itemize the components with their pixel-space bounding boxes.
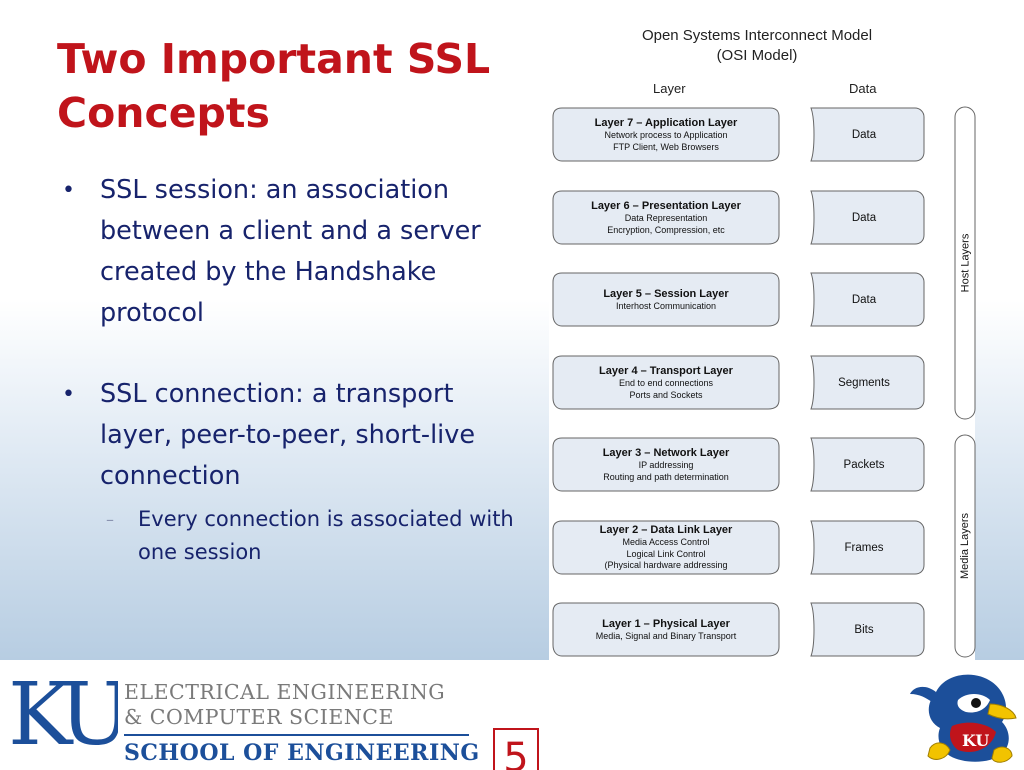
osi-data-unit-box: Frames xyxy=(803,520,925,575)
school-line-eecs-2: & COMPUTER SCIENCE xyxy=(124,705,394,729)
bullet-item-session: • SSL session: an association between a … xyxy=(62,170,532,334)
osi-layer-description: End to end connections xyxy=(618,378,714,388)
bullet-marker: • xyxy=(62,178,75,203)
osi-data-unit-box: Data xyxy=(803,190,925,245)
sub-bullet-item: – Every connection is associated with on… xyxy=(106,503,532,569)
osi-data-unit-box: Data xyxy=(803,107,925,162)
school-wordmark: ELECTRICAL ENGINEERING & COMPUTER SCIENC… xyxy=(124,680,480,766)
osi-layer-description: Encryption, Compression, etc xyxy=(607,224,725,235)
osi-data-unit-label: Bits xyxy=(854,623,874,636)
osi-layer-name: Layer 7 – Application Layer xyxy=(594,117,738,129)
osi-layer-description: Ports and Sockets xyxy=(629,389,703,400)
slide-title: Two Important SSL Concepts xyxy=(57,35,491,137)
osi-data-unit-label: Data xyxy=(851,211,877,224)
jayhawk-mascot-icon: KU xyxy=(910,674,1017,763)
osi-layer-shape xyxy=(552,520,780,575)
osi-data-unit-label: Segments xyxy=(838,376,890,389)
osi-layer-description: (Physical hardware addressing xyxy=(604,560,728,571)
media-layers-label: Media Layers xyxy=(959,512,972,580)
sub-bullet-marker: – xyxy=(106,510,114,529)
osi-diagram-title: Open Systems Interconnect Model (OSI Mod… xyxy=(549,26,965,66)
bullet-text: SSL session: an association between a cl… xyxy=(100,175,481,328)
osi-data-unit-label: Data xyxy=(851,293,877,306)
osi-layer-shape xyxy=(552,355,780,410)
osi-layer-description: Logical Link Control xyxy=(626,548,706,559)
osi-layer-name: Layer 6 – Presentation Layer xyxy=(591,200,741,212)
slide-number: 5 xyxy=(493,728,539,770)
osi-title-line2: (OSI Model) xyxy=(716,47,798,64)
osi-layer-shape xyxy=(552,272,780,327)
osi-data-unit-shape xyxy=(810,355,925,410)
host-layers-label: Host Layers xyxy=(959,233,972,293)
osi-layer-shape xyxy=(552,437,780,492)
bullet-item-connection: • SSL connection: a transport layer, pee… xyxy=(62,374,532,497)
osi-layer-description: IP addressing xyxy=(638,460,694,470)
osi-layer-description: Interhost Communication xyxy=(615,300,717,311)
bullet-list: • SSL session: an association between a … xyxy=(62,170,532,569)
osi-layer-description: Data Representation xyxy=(624,213,708,223)
osi-layer-description: Routing and path determination xyxy=(603,471,729,482)
wordmark-divider xyxy=(124,734,469,736)
osi-layer-shape xyxy=(552,602,780,657)
osi-data-unit-label: Frames xyxy=(844,541,884,554)
osi-data-unit-shape xyxy=(810,602,925,657)
osi-layer-description: Media, Signal and Binary Transport xyxy=(595,630,737,641)
column-header-data: Data xyxy=(849,81,877,96)
osi-data-unit-box: Segments xyxy=(803,355,925,410)
media-layers-pill-shape xyxy=(954,434,976,658)
osi-data-unit-shape xyxy=(810,107,925,162)
host-layers-pill-shape xyxy=(954,106,976,420)
osi-data-unit-box: Data xyxy=(803,272,925,327)
column-header-layer: Layer xyxy=(653,81,686,96)
osi-data-unit-shape xyxy=(810,272,925,327)
osi-title-line1: Open Systems Interconnect Model xyxy=(641,27,873,44)
osi-layer-name: Layer 5 – Session Layer xyxy=(603,287,729,300)
osi-layer-shape xyxy=(552,107,780,162)
sub-bullet-text: Every connection is associated with one … xyxy=(138,507,514,564)
osi-layer-name: Layer 1 – Physical Layer xyxy=(602,617,730,630)
osi-data-unit-shape xyxy=(810,520,925,575)
bullet-text: SSL connection: a transport layer, peer-… xyxy=(100,379,476,491)
osi-data-unit-shape xyxy=(810,190,925,245)
svg-text:KU: KU xyxy=(8,670,118,754)
osi-model-diagram: Open Systems Interconnect Model (OSI Mod… xyxy=(549,22,976,660)
ku-logo-icon: KU xyxy=(8,670,118,754)
osi-layer-shape xyxy=(552,190,780,245)
svg-text:KU: KU xyxy=(962,731,989,750)
osi-data-unit-label: Data xyxy=(851,128,877,141)
osi-layer-name: Layer 4 – Transport Layer xyxy=(599,365,733,377)
osi-layer-description: Media Access Control xyxy=(622,537,710,548)
footer-bar: KU ELECTRICAL ENGINEERING & COMPUTER SCI… xyxy=(0,660,1024,770)
osi-data-unit-shape xyxy=(810,437,925,492)
media-layers-bracket: Media Layers xyxy=(954,434,976,658)
osi-data-unit-box: Bits xyxy=(803,602,925,657)
school-line-engineering: SCHOOL OF ENGINEERING xyxy=(124,740,480,766)
host-layers-bracket: Host Layers xyxy=(954,106,976,420)
osi-layer-description: FTP Client, Web Browsers xyxy=(613,141,719,152)
osi-layer-name: Layer 3 – Network Layer xyxy=(602,447,730,459)
osi-data-unit-label: Packets xyxy=(843,458,885,471)
osi-layer-name: Layer 2 – Data Link Layer xyxy=(599,524,733,537)
osi-layer-description: Network process to Application xyxy=(604,130,728,140)
bullet-marker: • xyxy=(62,382,75,407)
osi-data-unit-box: Packets xyxy=(803,437,925,492)
school-line-eecs-1: ELECTRICAL ENGINEERING xyxy=(124,680,446,704)
